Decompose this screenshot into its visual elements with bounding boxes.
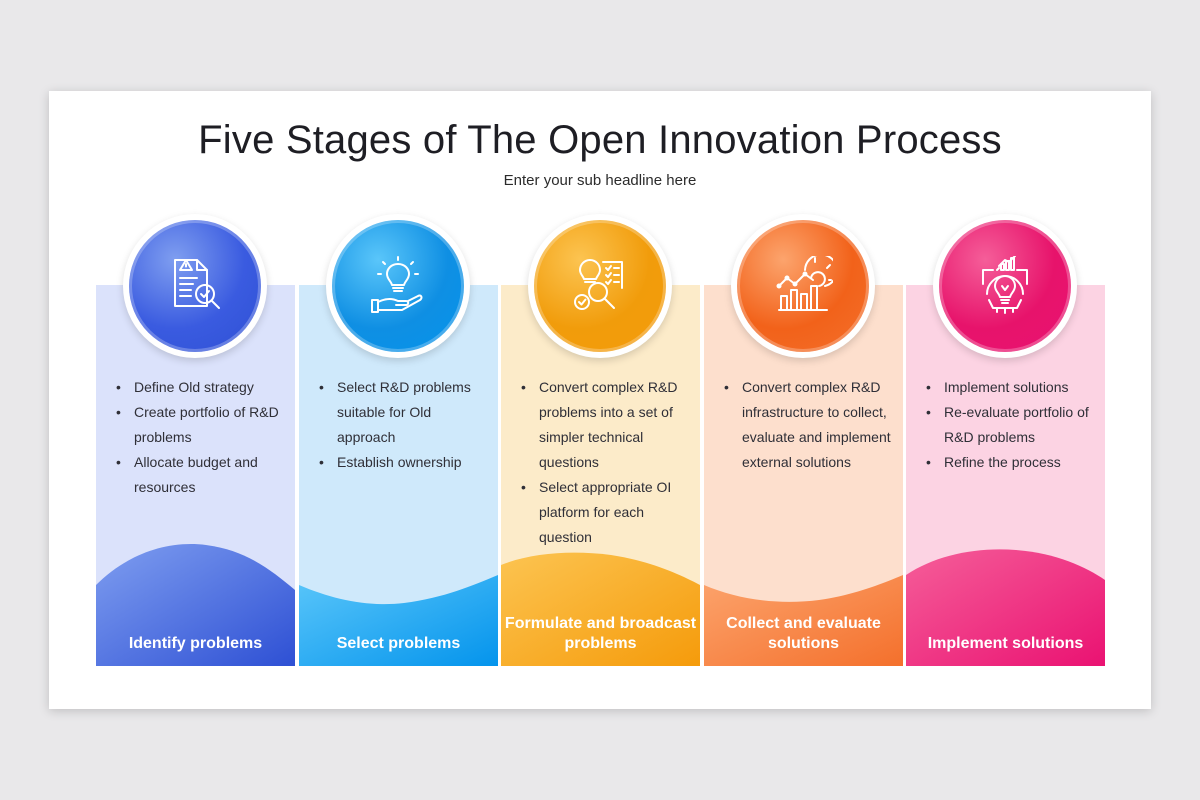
stage-label: Identify problems bbox=[96, 610, 295, 654]
stage-icon-circle bbox=[528, 214, 672, 358]
stage-label-text: Select problems bbox=[336, 635, 461, 652]
stage-icon-disc bbox=[737, 220, 869, 352]
stage-label-text: Collect and evaluate solutions bbox=[726, 615, 881, 652]
stage-column-select: Select R&D problems suitable for Old app… bbox=[299, 285, 498, 666]
stage-wave bbox=[906, 549, 1105, 666]
stage-icon-circle bbox=[326, 214, 470, 358]
bullet-item: Establish ownership bbox=[315, 450, 490, 475]
bullet-item: Define Old strategy bbox=[112, 375, 287, 400]
stage-icon-circle bbox=[933, 214, 1077, 358]
stage-bullets: Implement solutions Re-evaluate portfoli… bbox=[922, 375, 1097, 475]
bullet-item: Convert complex R&D infrastructure to co… bbox=[720, 375, 895, 475]
bullet-item: Allocate budget and resources bbox=[112, 450, 287, 500]
lightbulb-hand-icon bbox=[371, 256, 423, 313]
bar-chart-gear-icon bbox=[776, 256, 833, 311]
bullet-item: Create portfolio of R&D problems bbox=[112, 400, 287, 450]
stage-wave bbox=[299, 575, 498, 666]
stage-bullets: Convert complex R&D problems into a set … bbox=[517, 375, 692, 550]
stage-icon-circle bbox=[123, 214, 267, 358]
stage-label-text: Identify problems bbox=[128, 635, 263, 652]
bulb-gear-chart-icon bbox=[982, 256, 1028, 314]
bullet-item: Select appropriate OI platform for each … bbox=[517, 475, 692, 550]
stage-wave bbox=[96, 544, 295, 666]
stage-icon-disc bbox=[534, 220, 666, 352]
stage-wave bbox=[501, 552, 700, 666]
stage-icon-disc bbox=[129, 220, 261, 352]
stage-icon-disc bbox=[939, 220, 1071, 352]
page-title: Five Stages of The Open Innovation Proce… bbox=[198, 118, 1002, 162]
stage-wave bbox=[704, 575, 903, 666]
stage-bullets: Select R&D problems suitable for Old app… bbox=[315, 375, 490, 475]
bullet-item: Refine the process bbox=[922, 450, 1097, 475]
bullet-item: Select R&D problems suitable for Old app… bbox=[315, 375, 490, 450]
bulb-checklist-magnifier-icon bbox=[574, 259, 623, 310]
stage-label: Implement solutions bbox=[906, 610, 1105, 654]
stage-label: Select problems bbox=[299, 610, 498, 654]
stage-icon-circle bbox=[731, 214, 875, 358]
stage-label: Formulate and broadcast problems bbox=[501, 610, 700, 654]
bullet-item: Implement solutions bbox=[922, 375, 1097, 400]
document-search-icon bbox=[174, 259, 220, 309]
stage-label: Collect and evaluate solutions bbox=[704, 610, 903, 654]
stage-bullets: Define Old strategy Create portfolio of … bbox=[112, 375, 287, 500]
bullet-item: Re-evaluate portfolio of R&D problems bbox=[922, 400, 1097, 450]
stage-bullets: Convert complex R&D infrastructure to co… bbox=[720, 375, 895, 475]
stage-label-text: Implement solutions bbox=[927, 635, 1084, 652]
stage-label-text: Formulate and broadcast problems bbox=[504, 615, 697, 652]
page-subtitle: Enter your sub headline here bbox=[503, 172, 697, 189]
bullet-item: Convert complex R&D problems into a set … bbox=[517, 375, 692, 475]
